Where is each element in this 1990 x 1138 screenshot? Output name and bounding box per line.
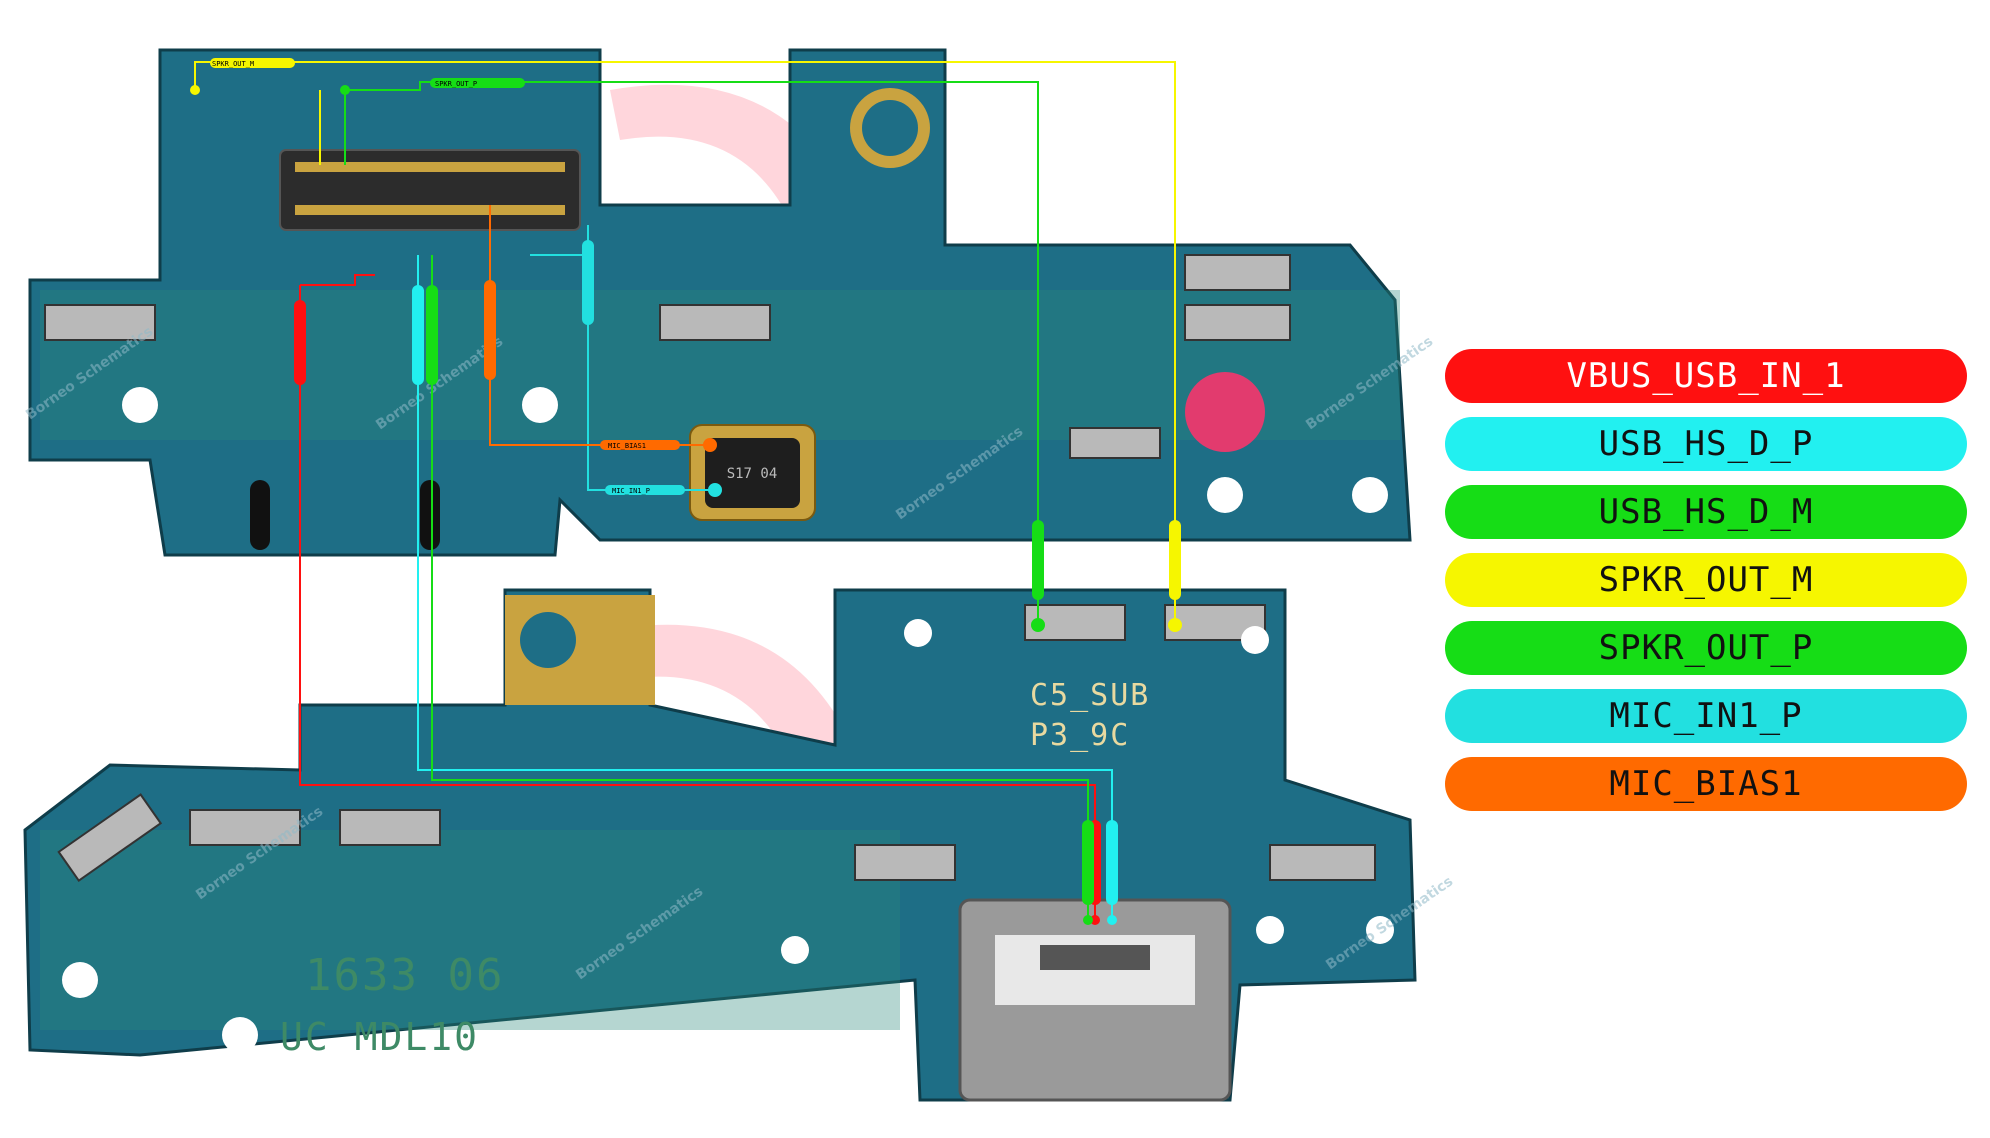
tag-mic-bias: MIC_BIAS1 — [608, 442, 646, 450]
trace-mic-in — [530, 225, 715, 495]
legend-item: SPKR_OUT_M — [1445, 553, 1967, 607]
legend-item: USB_HS_D_P — [1445, 417, 1967, 471]
silk-model: UC MDL10 — [280, 1015, 479, 1059]
legend-item: MIC_BIAS1 — [1445, 757, 1967, 811]
board-holes — [62, 387, 1394, 1053]
microphone: S17 04 — [689, 424, 816, 521]
legend-item: MIC_IN1_P — [1445, 689, 1967, 743]
legend-item: SPKR_OUT_P — [1445, 621, 1967, 675]
test-points — [190, 85, 1182, 925]
legend-item: USB_HS_D_M — [1445, 485, 1967, 539]
tag-spkr-p: SPKR_OUT_P — [435, 80, 477, 88]
smd-components — [44, 254, 1376, 882]
tag-mic-in: MIC_IN1_P — [612, 487, 650, 495]
trace-usb-dp — [412, 255, 1118, 920]
mount-ring-top — [850, 88, 930, 168]
trace-spkr-m — [194, 58, 1181, 625]
silk-line1: C5_SUB — [1030, 678, 1150, 713]
trace-spkr-p — [344, 78, 1044, 625]
board-connector — [279, 149, 581, 231]
mount-ring-bottom — [505, 595, 655, 705]
usb-port — [958, 898, 1232, 1102]
tag-spkr-m: SPKR_OUT_M — [212, 60, 254, 68]
legend-item: VBUS_USB_IN_1 — [1445, 349, 1967, 403]
pink-marker — [1185, 372, 1265, 452]
silk-line2: P3_9C — [1030, 718, 1130, 753]
mic-mark: S17 04 — [727, 466, 778, 482]
trace-usb-dm — [426, 255, 1094, 920]
trace-mic-bias — [484, 205, 710, 450]
silk-date: 1633 06 — [305, 950, 504, 1001]
